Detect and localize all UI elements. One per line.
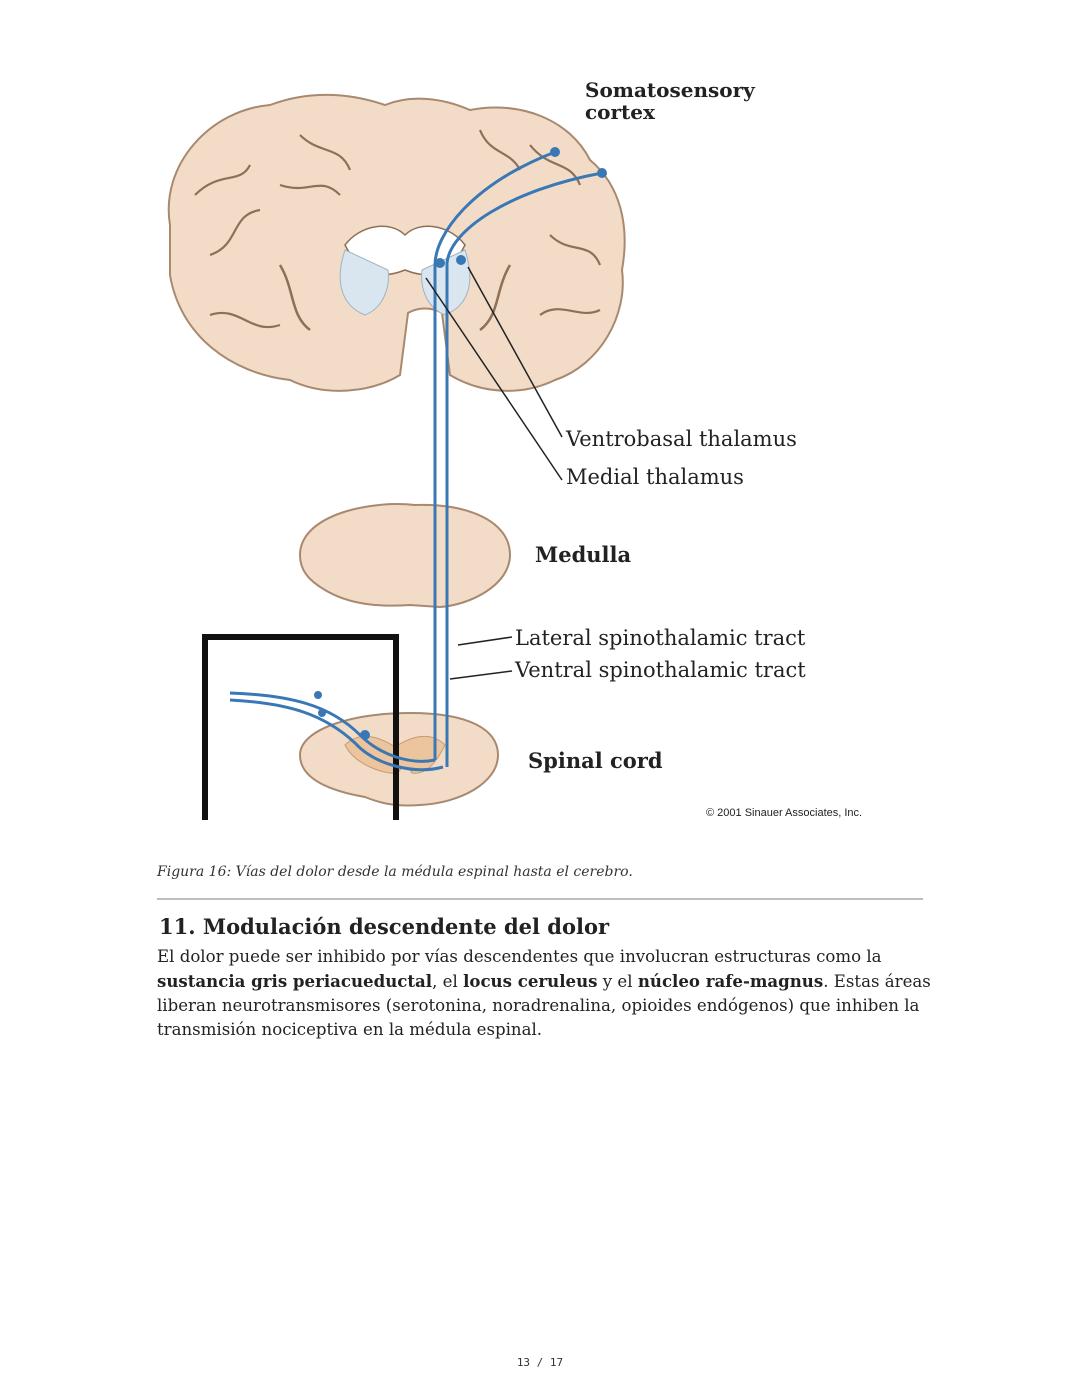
figure-copyright: © 2001 Sinauer Associates, Inc.: [706, 807, 862, 819]
term-periaqueductal-gray: sustancia gris periacueductal: [157, 971, 433, 991]
label-medulla: Medulla: [535, 542, 632, 567]
highlight-box: [202, 634, 399, 820]
paragraph-text-4: . Estas áreas liberan neurotransmisores …: [157, 972, 931, 1039]
section-heading: 11. Modulación descendente del dolor: [159, 914, 610, 939]
term-raphe-magnus: núcleo rafe-magnus: [637, 971, 824, 991]
term-locus-ceruleus: locus ceruleus: [463, 971, 598, 991]
section-divider: [157, 898, 923, 900]
label-somatosensory: Somatosensory: [585, 78, 756, 102]
medulla-section: [298, 503, 512, 609]
figure-caption: Figura 16: Vías del dolor desde la médul…: [157, 864, 633, 880]
pathway-synapse-dots: [314, 147, 607, 740]
label-cortex: cortex: [585, 100, 656, 124]
brain-coronal-section: [167, 93, 626, 392]
label-medial-thalamus: Medial thalamus: [566, 465, 744, 489]
label-spinal-cord: Spinal cord: [528, 748, 663, 773]
label-pointer-lines: [425, 266, 563, 680]
pain-pathway-illustration: Somatosensory cortex Ventrobasal thalamu…: [167, 78, 862, 820]
label-lateral-spinothalamic-tract: Lateral spinothalamic tract: [515, 626, 806, 650]
section-paragraph: El dolor puede ser inhibido por vías des…: [157, 945, 932, 1042]
spinothalamic-pathways: [229, 150, 603, 772]
paragraph-text-1: El dolor puede ser inhibido por vías des…: [157, 947, 882, 966]
label-ventrobasal-thalamus: Ventrobasal thalamus: [565, 427, 797, 451]
page-number: 13 / 17: [516, 1356, 564, 1369]
paragraph-text-3: y el: [597, 972, 638, 991]
paragraph-text-2: , el: [432, 972, 464, 991]
pain-pathway-figure: Somatosensory cortex Ventrobasal thalamu…: [150, 75, 940, 830]
label-ventral-spinothalamic-tract: Ventral spinothalamic tract: [514, 658, 806, 682]
